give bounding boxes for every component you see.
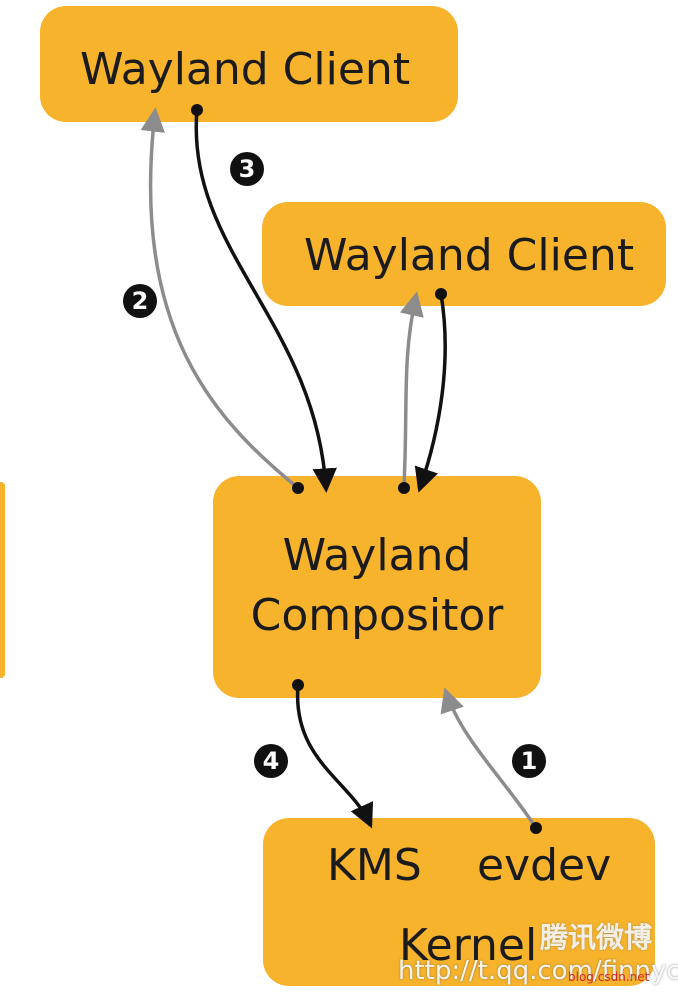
wayland-client-right: Wayland Client [262, 202, 666, 306]
url-watermark: http://t.qq.com/finnycc [398, 956, 678, 986]
arrow-step-4 [295, 684, 374, 829]
arrow-step-4-origin-dot [292, 679, 304, 691]
kms-label: KMS [327, 840, 422, 891]
step-1-badge: 1 [512, 744, 546, 778]
kernel-label: Kernel [399, 920, 538, 971]
blog-watermark: blog.csdn.net [568, 970, 650, 984]
weibo-watermark: 腾讯微博 [540, 921, 653, 954]
step-4-badge: 4 [254, 744, 288, 778]
kernel-box: KMS evdev Kernel [263, 818, 655, 986]
arrow-right-client-to-compositor-origin-dot [435, 288, 447, 300]
arrow-step-2-origin-dot [292, 482, 304, 494]
arrow-step-2 [140, 107, 300, 490]
evdev-label: evdev [477, 840, 612, 891]
arrow-step-1-origin-dot [530, 822, 542, 834]
arrow-step-3 [194, 109, 337, 493]
arrow-step-3-origin-dot [191, 104, 203, 116]
compositor-label-line2: Compositor [250, 590, 504, 641]
partial-box-edge [0, 482, 5, 678]
step-2-badge: 2 [123, 284, 157, 318]
step-3-badge: 3 [230, 152, 264, 186]
arrow-right-client-to-compositor [414, 293, 447, 493]
arrow-step-1 [440, 687, 538, 829]
arrow-compositor-to-right-client-origin-dot [398, 482, 410, 494]
wayland-client-right-label: Wayland Client [304, 230, 635, 281]
wayland-compositor: Wayland Compositor [213, 476, 541, 698]
wayland-client-top: Wayland Client [40, 6, 458, 122]
wayland-client-top-label: Wayland Client [80, 44, 411, 95]
compositor-label-line1: Wayland [282, 530, 472, 581]
arrow-compositor-to-right-client [399, 291, 424, 487]
